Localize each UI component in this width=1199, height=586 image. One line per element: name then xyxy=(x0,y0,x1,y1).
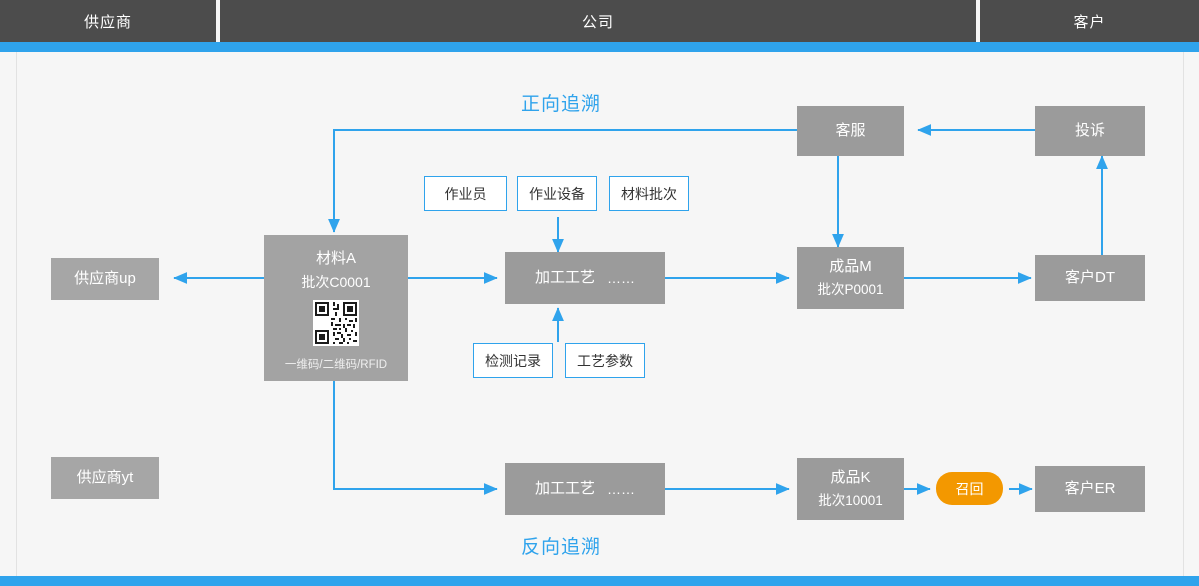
bottom-accent-bar xyxy=(0,576,1199,586)
header-supplier: 供应商 xyxy=(0,0,216,51)
node-supplier-yt[interactable]: 供应商yt xyxy=(51,457,159,499)
attr-inspection-record[interactable]: 检测记录 xyxy=(473,343,553,378)
node-product-k[interactable]: 成品K 批次10001 xyxy=(797,458,904,520)
node-product-m[interactable]: 成品M 批次P0001 xyxy=(797,247,904,309)
node-customer-er[interactable]: 客户ER xyxy=(1035,466,1145,512)
header-customer-label: 客户 xyxy=(1073,13,1106,31)
node-product-k-batch: 批次10001 xyxy=(818,493,883,509)
node-complaint-label: 投诉 xyxy=(1074,122,1105,140)
header-company: 公司 xyxy=(220,0,976,51)
material-code-types: 一维码/二维码/RFID xyxy=(284,359,388,371)
node-process-bottom-ellipsis: …… xyxy=(607,480,635,497)
top-accent-bar xyxy=(0,42,1199,52)
node-product-k-name: 成品K xyxy=(830,469,871,487)
attr-operator[interactable]: 作业员 xyxy=(424,176,507,211)
header-supplier-label: 供应商 xyxy=(83,13,132,31)
header-company-label: 公司 xyxy=(581,13,614,31)
node-process-top-ellipsis: …… xyxy=(607,269,635,286)
node-customer-dt[interactable]: 客户DT xyxy=(1035,255,1145,301)
attr-process-params-label: 工艺参数 xyxy=(577,352,633,369)
header-customer: 客户 xyxy=(980,0,1199,51)
node-process-top[interactable]: 加工工艺 …… xyxy=(505,252,665,304)
backward-trace-title: 反向追溯 xyxy=(521,537,602,558)
node-product-m-name: 成品M xyxy=(829,258,872,276)
node-process-bottom-label: 加工工艺 xyxy=(534,480,595,498)
header-bar: 供应商 公司 客户 xyxy=(0,0,1199,51)
node-recall-badge[interactable]: 召回 xyxy=(936,472,1003,505)
node-customer-dt-label: 客户DT xyxy=(1065,269,1115,287)
node-material-a[interactable]: 材料A 批次C0001 xyxy=(264,235,408,381)
node-customer-service-label: 客服 xyxy=(835,122,866,140)
diagram-canvas: 正向追溯 反向追溯 供应商up 供应商yt 材料A 批次C0001 xyxy=(0,52,1199,576)
attr-process-params[interactable]: 工艺参数 xyxy=(565,343,645,378)
node-process-top-label: 加工工艺 xyxy=(534,269,595,287)
node-supplier-up-label: 供应商up xyxy=(74,270,136,288)
node-supplier-up[interactable]: 供应商up xyxy=(51,258,159,300)
attr-material-batch-label: 材料批次 xyxy=(621,185,677,202)
material-name: 材料A xyxy=(315,250,356,267)
node-recall-label: 召回 xyxy=(955,480,984,497)
node-complaint[interactable]: 投诉 xyxy=(1035,106,1145,156)
attr-operator-label: 作业员 xyxy=(444,185,487,202)
node-process-bottom[interactable]: 加工工艺 …… xyxy=(505,463,665,515)
divider-right xyxy=(1183,52,1184,576)
arrow-layer xyxy=(173,124,1108,495)
divider-left xyxy=(16,52,17,576)
node-customer-service[interactable]: 客服 xyxy=(797,106,904,156)
node-customer-er-label: 客户ER xyxy=(1064,480,1116,498)
node-product-m-batch: 批次P0001 xyxy=(817,282,884,298)
node-supplier-yt-label: 供应商yt xyxy=(76,469,134,487)
attr-equipment-label: 作业设备 xyxy=(529,185,585,202)
qrcode-icon xyxy=(313,300,359,346)
attr-equipment[interactable]: 作业设备 xyxy=(517,176,597,211)
attr-material-batch[interactable]: 材料批次 xyxy=(609,176,689,211)
forward-trace-title: 正向追溯 xyxy=(521,94,602,115)
attr-inspection-record-label: 检测记录 xyxy=(485,352,541,369)
material-batch: 批次C0001 xyxy=(301,274,371,290)
